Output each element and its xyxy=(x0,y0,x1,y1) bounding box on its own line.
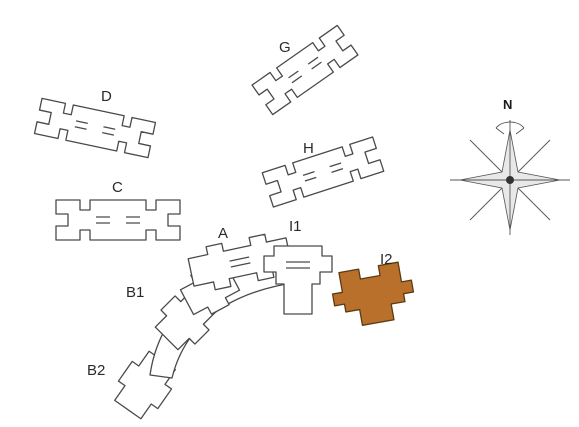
label-h: H xyxy=(303,140,314,157)
label-d: D xyxy=(101,88,112,105)
compass-rose xyxy=(450,120,570,235)
building-c[interactable] xyxy=(55,199,181,241)
label-i1: I1 xyxy=(289,218,302,235)
building-i1[interactable] xyxy=(263,245,333,315)
label-i2: I2 xyxy=(380,251,393,268)
label-c: C xyxy=(112,179,123,196)
compass-north-label: N xyxy=(503,97,512,112)
label-a: A xyxy=(218,225,228,242)
label-b1: B1 xyxy=(126,284,144,301)
label-b2: B2 xyxy=(87,362,105,379)
label-g: G xyxy=(279,39,291,56)
building-g[interactable] xyxy=(251,24,359,116)
building-b1[interactable] xyxy=(149,258,301,379)
building-h[interactable] xyxy=(261,136,385,208)
building-d[interactable] xyxy=(33,97,157,159)
building-i2-shape xyxy=(331,261,415,326)
building-a[interactable] xyxy=(187,230,294,294)
building-i2[interactable] xyxy=(329,260,418,329)
